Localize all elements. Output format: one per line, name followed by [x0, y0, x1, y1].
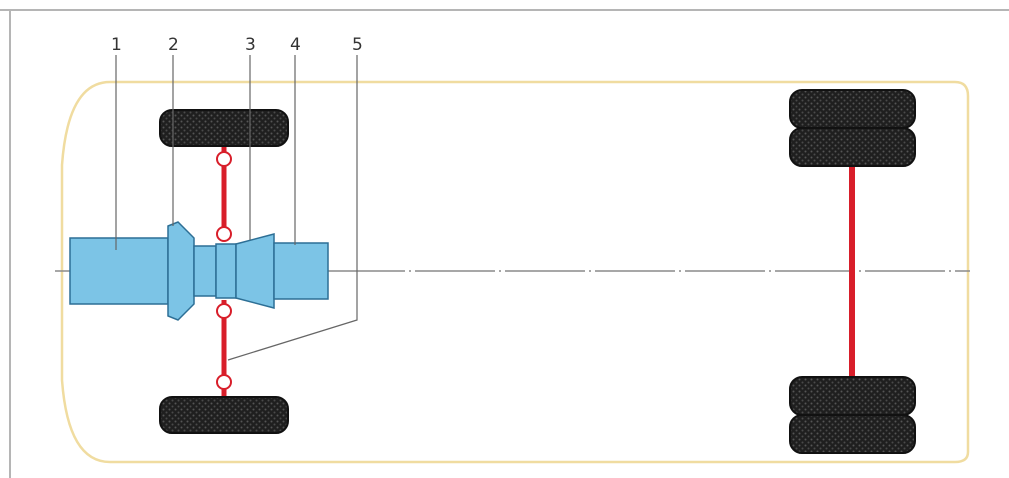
front-right-inner-joint — [216, 303, 232, 319]
label-5: 5 — [352, 35, 363, 55]
label-1: 1 — [111, 35, 122, 55]
leader-line-5 — [227, 55, 358, 361]
label-2: 2 — [168, 35, 179, 55]
gearbox-neck — [193, 245, 217, 297]
label-4: 4 — [290, 35, 301, 55]
front-left-outer-joint — [216, 151, 232, 167]
front-right-outer-joint — [216, 374, 232, 390]
front-right-tire — [159, 396, 289, 434]
transaxle-body — [215, 243, 237, 299]
clutch-housing — [167, 221, 195, 321]
rear-right-inner-tire — [789, 376, 916, 416]
front-left-tire — [159, 109, 289, 147]
gearbox — [235, 233, 275, 309]
rear-left-outer-tire — [789, 89, 916, 129]
rear-left-inner-tire — [789, 127, 916, 167]
rear-right-outer-tire — [789, 414, 916, 454]
final-drive — [273, 242, 329, 300]
engine — [69, 237, 169, 305]
label-3: 3 — [245, 35, 256, 55]
vehicle-body-outline — [60, 80, 970, 464]
front-left-inner-joint — [216, 226, 232, 242]
